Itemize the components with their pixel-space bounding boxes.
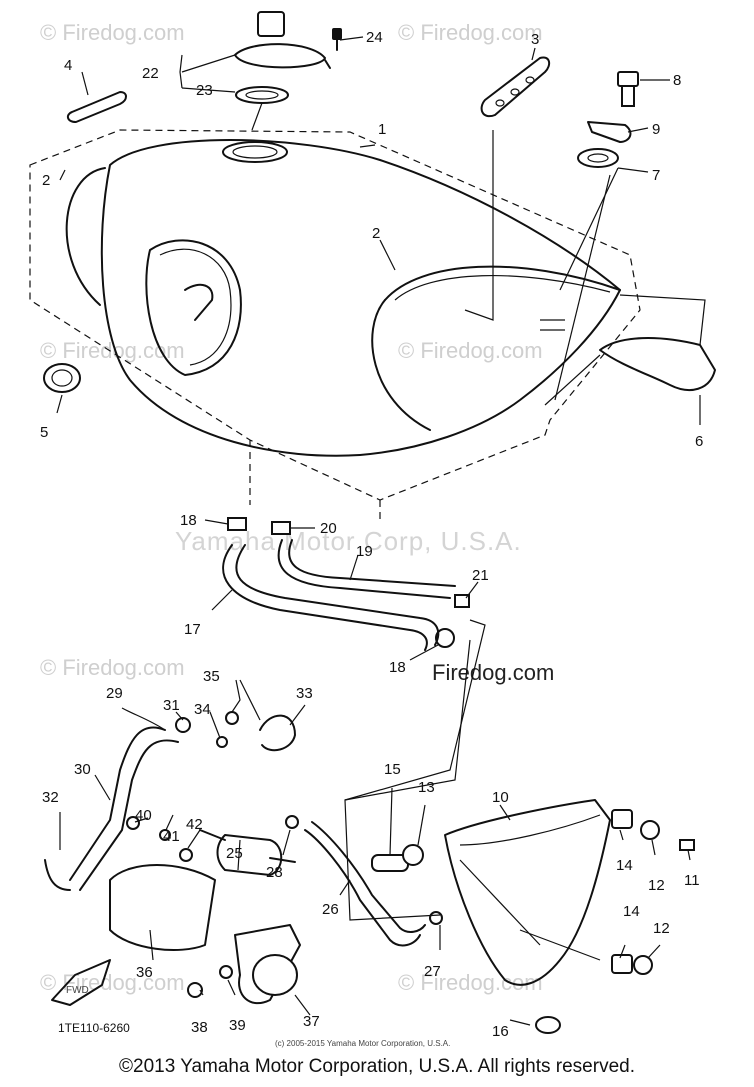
callout-11: 11	[684, 872, 700, 889]
small-fasteners	[126, 711, 443, 925]
callout-2-left: 2	[42, 172, 50, 189]
callout-28: 28	[266, 864, 283, 881]
damper-3	[480, 56, 551, 118]
strip-4	[66, 91, 127, 123]
callout-5: 5	[40, 424, 48, 441]
cover-fasteners	[371, 809, 695, 1034]
callout-18-lower: 18	[389, 659, 406, 676]
callout-7: 7	[652, 167, 660, 184]
bolt-8	[617, 71, 639, 107]
callout-33: 33	[296, 685, 313, 702]
callout-29: 29	[106, 685, 123, 702]
callout-30: 30	[74, 761, 91, 778]
callout-15: 15	[384, 761, 401, 778]
callout-9: 9	[652, 121, 660, 138]
callout-39: 39	[229, 1017, 246, 1034]
bracket-6	[599, 337, 716, 391]
watermark-bottom-right: © Firedog.com	[398, 970, 543, 995]
tank-enclosure	[29, 129, 641, 520]
clamp-33	[259, 714, 296, 752]
callout-3: 3	[531, 31, 539, 48]
callout-4: 4	[64, 57, 72, 74]
callout-24: 24	[366, 29, 383, 46]
clips	[227, 517, 470, 648]
leader-lines	[56, 36, 706, 1026]
callout-6: 6	[695, 433, 703, 450]
watermark-lower-left: © Firedog.com	[40, 655, 185, 680]
watermark-site-dark: Firedog.com	[432, 660, 554, 685]
watermark-mid-right: © Firedog.com	[398, 338, 543, 363]
callout-18-upper: 18	[180, 512, 197, 529]
fuel-cap	[234, 11, 331, 69]
bolts-38-39	[187, 965, 233, 998]
watermark-top-left: © Firedog.com	[40, 20, 185, 45]
callout-34: 34	[194, 701, 211, 718]
forward-arrow-label: FWD	[66, 985, 89, 996]
callout-2-right: 2	[372, 225, 380, 242]
callout-22: 22	[142, 65, 159, 82]
callout-1: 1	[378, 121, 386, 138]
callout-12-lower: 12	[653, 920, 670, 937]
callout-16: 16	[492, 1023, 509, 1040]
watermarks: © Firedog.com © Firedog.com © Firedog.co…	[40, 20, 554, 995]
watermark-top-center: © Firedog.com	[398, 20, 543, 45]
callout-23: 23	[196, 82, 213, 99]
callout-25: 25	[226, 845, 243, 862]
callout-19: 19	[356, 543, 373, 560]
callout-numbers: 1 2 2 3 4 5 6 7 8 9 10 11 12 12 13 14 14…	[40, 29, 703, 1040]
watermark-bottom-left: © Firedog.com	[40, 970, 185, 995]
callout-26: 26	[322, 901, 339, 918]
cover-36	[109, 864, 216, 951]
forward-arrow: FWD	[51, 959, 111, 1006]
callout-36: 36	[136, 964, 153, 981]
callout-37: 37	[303, 1013, 320, 1030]
callout-42: 42	[186, 816, 203, 833]
callout-40: 40	[135, 807, 152, 824]
callout-38: 38	[191, 1019, 208, 1036]
copyright-footer: ©2013 Yamaha Motor Corporation, U.S.A. A…	[119, 1056, 635, 1077]
callout-14-lower: 14	[623, 903, 640, 920]
diagram-code: 1TE110-6260	[58, 1021, 130, 1035]
callout-21: 21	[472, 567, 489, 584]
fuel-tank	[100, 139, 621, 457]
bracket-37	[234, 924, 301, 1005]
callout-17: 17	[184, 621, 201, 638]
hoses	[222, 539, 456, 651]
callout-35: 35	[203, 668, 220, 685]
callout-10: 10	[492, 789, 509, 806]
callout-32: 32	[42, 789, 59, 806]
side-cover-10	[444, 799, 611, 986]
plate-9	[587, 121, 632, 143]
cap-gasket	[235, 86, 289, 104]
cap-5	[43, 363, 81, 393]
callout-12-upper: 12	[648, 877, 665, 894]
callout-8: 8	[673, 72, 681, 89]
callout-41: 41	[163, 828, 180, 845]
callout-14-upper: 14	[616, 857, 633, 874]
fuel-pump-assembly	[44, 726, 426, 947]
callout-31: 31	[163, 697, 180, 714]
diagram-notice: (c) 2005-2015 Yamaha Motor Corporation, …	[275, 1039, 450, 1048]
callout-20: 20	[320, 520, 337, 537]
screw-24	[332, 28, 342, 51]
damper-7	[577, 148, 619, 168]
callout-27: 27	[424, 963, 441, 980]
tank-seal-left	[65, 167, 106, 306]
callout-13: 13	[418, 779, 435, 796]
